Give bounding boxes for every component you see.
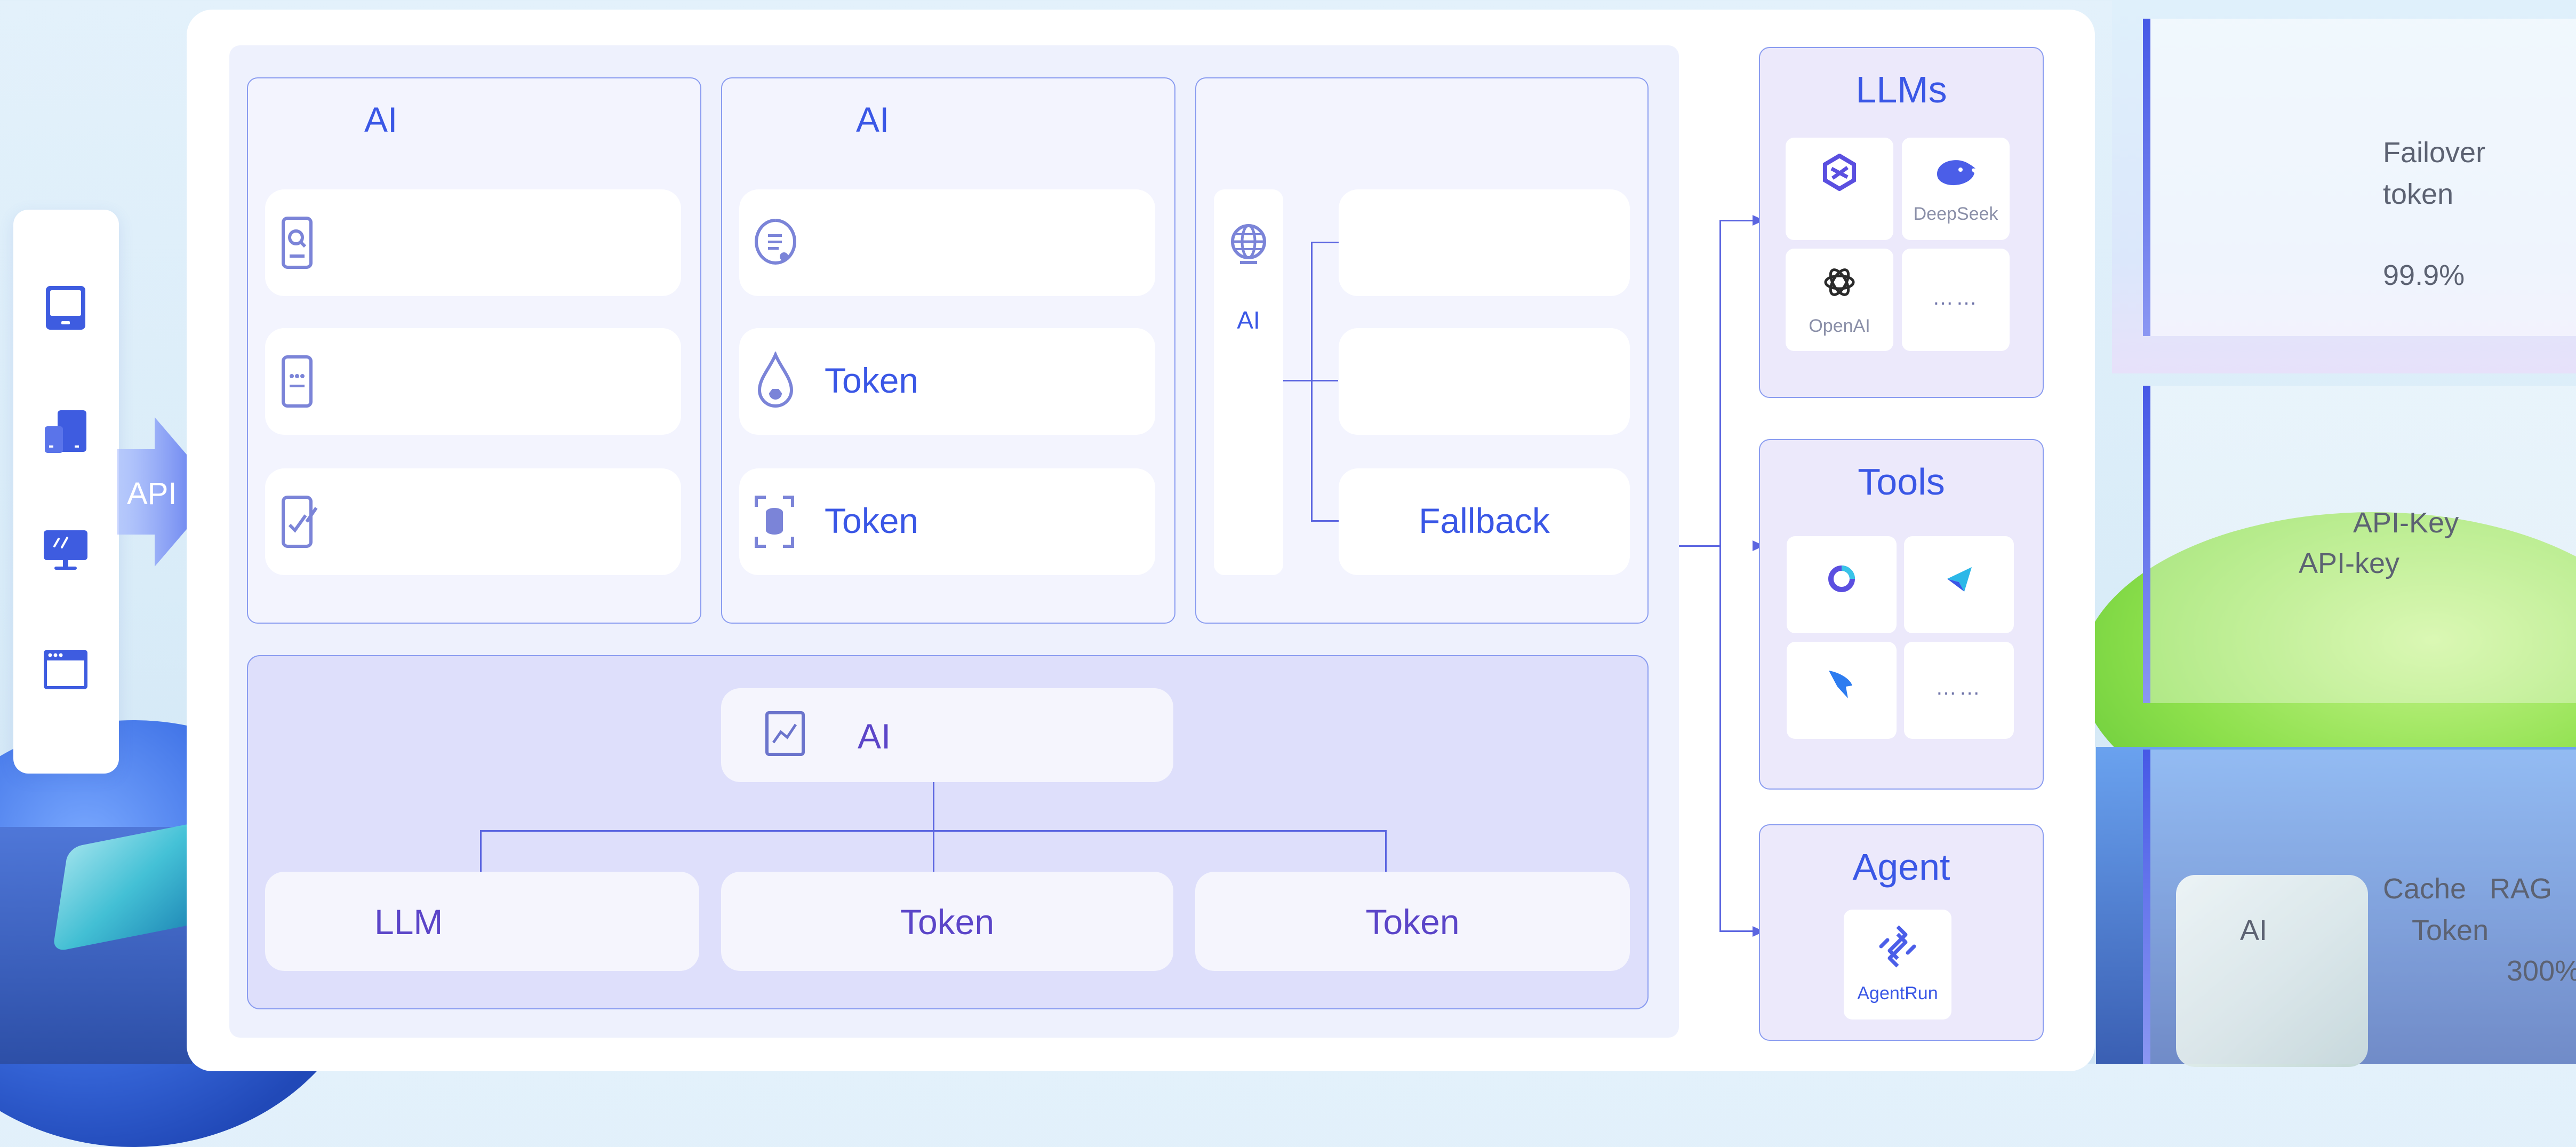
- feature-card[interactable]: Token: [739, 468, 1155, 575]
- more-label: ……: [1932, 286, 1979, 309]
- connector-line: [1719, 220, 1757, 221]
- card-accent-bar: [2143, 386, 2150, 703]
- browser-window-icon: [44, 650, 87, 689]
- description-line: API-Key: [2353, 507, 2459, 539]
- section-title: AI: [856, 100, 890, 139]
- analytics-item-card[interactable]: Token: [721, 872, 1173, 971]
- globe-router-icon: [1231, 224, 1266, 264]
- connector-line: [1283, 380, 1338, 381]
- connector-line: [480, 830, 482, 872]
- routing-option-label: Fallback: [1419, 501, 1550, 540]
- connector-line: [1679, 545, 1719, 547]
- feature-card[interactable]: Token: [739, 328, 1155, 435]
- arrow-head-icon: [1753, 215, 1764, 226]
- description-line: Token: [2412, 914, 2489, 946]
- llm-provider-card[interactable]: [1786, 138, 1893, 240]
- analytics-header-label: AI: [858, 716, 891, 756]
- tools-title: Tools: [1858, 461, 1945, 503]
- llm-provider-more[interactable]: ……: [1902, 249, 2010, 351]
- description-line: AI: [2240, 914, 2268, 946]
- description-line: API-key: [2299, 547, 2400, 579]
- analytics-item-label: Token: [1365, 902, 1460, 942]
- arrow-head-icon: [1753, 540, 1764, 551]
- description-line: token: [2383, 178, 2454, 210]
- multi-device-icon: [45, 410, 86, 453]
- llm-provider-card[interactable]: DeepSeek: [1902, 138, 2010, 240]
- arrow-head-icon: [1753, 926, 1764, 937]
- feature-card[interactable]: [739, 189, 1155, 296]
- connector-line: [480, 830, 1387, 832]
- card-accent-bar: [2143, 750, 2150, 1064]
- feature-description-card: Cache RAG AI Token 300%: [2150, 750, 2576, 1064]
- tablet-icon: [46, 286, 85, 330]
- analytics-item-card[interactable]: LLM: [265, 872, 699, 971]
- feature-card[interactable]: [265, 328, 681, 435]
- card-accent-bar: [2143, 19, 2150, 336]
- connector-line: [1311, 520, 1339, 522]
- tools-box: Tools ……: [1759, 439, 2044, 790]
- whale-logo-icon: [1937, 160, 1975, 186]
- section-title: AI: [364, 100, 398, 139]
- feature-description-card: API-Key API-key: [2150, 386, 2576, 703]
- analytics-header-card[interactable]: AI: [721, 688, 1173, 782]
- agent-name: AgentRun: [1857, 983, 1938, 1003]
- llms-title: LLMs: [1855, 69, 1947, 110]
- search-document-icon: [282, 217, 313, 269]
- feature-card[interactable]: [265, 468, 681, 575]
- llm-provider-name: OpenAI: [1809, 316, 1870, 336]
- bird-logo-icon: [1829, 671, 1852, 698]
- analytics-item-card[interactable]: Token: [1195, 872, 1630, 971]
- phone-check-icon: [282, 496, 318, 548]
- llm-provider-name: DeepSeek: [1913, 204, 1998, 224]
- description-line: 300%: [2507, 955, 2576, 987]
- scan-coin-icon: [755, 496, 794, 548]
- connector-line: [1719, 930, 1757, 932]
- agent-card[interactable]: AgentRun: [1844, 910, 1951, 1019]
- routing-option-card[interactable]: [1339, 328, 1630, 435]
- llm-provider-card[interactable]: OpenAI: [1786, 249, 1893, 351]
- connector-line: [1719, 220, 1721, 932]
- feature-card-label: Token: [825, 501, 919, 540]
- droplet-icon: [757, 352, 794, 408]
- connector-line: [1311, 242, 1339, 243]
- ring-logo-icon: [1828, 565, 1855, 592]
- hexagon-logo-icon: [1823, 154, 1856, 191]
- routing-option-card[interactable]: [1339, 189, 1630, 296]
- description-line: Failover: [2383, 137, 2486, 169]
- tool-card[interactable]: [1787, 536, 1897, 633]
- connector-line: [1311, 242, 1313, 522]
- description-line: 99.9%: [2383, 259, 2465, 291]
- feature-card[interactable]: [265, 189, 681, 296]
- connector-line: [1385, 830, 1387, 872]
- connector-line: [933, 782, 934, 872]
- description-line: RAG: [2490, 873, 2553, 905]
- llms-box: LLMs DeepSeek OpenAI ……: [1759, 47, 2044, 398]
- tool-more[interactable]: ……: [1904, 642, 2014, 739]
- api-label: API: [127, 476, 177, 511]
- chart-trend-icon: [765, 711, 805, 756]
- feature-description-card: Failover token 99.9%: [2150, 19, 2576, 336]
- router-label: AI: [1237, 306, 1260, 334]
- description-line: Cache: [2383, 873, 2467, 905]
- paper-plane-logo-icon: [1947, 567, 1972, 592]
- analytics-item-label: LLM: [374, 902, 443, 942]
- feature-card-label: Token: [825, 361, 919, 400]
- tool-card[interactable]: [1787, 642, 1897, 739]
- audit-list-icon: [755, 219, 797, 265]
- api-arrow: [117, 417, 219, 567]
- tool-card[interactable]: [1904, 536, 2014, 633]
- agentrun-logo-icon: [1879, 925, 1916, 968]
- openai-logo-icon: [1824, 268, 1855, 296]
- background-glass-cube-right: [2176, 875, 2368, 1067]
- analytics-item-label: Token: [900, 902, 995, 942]
- routing-option-card[interactable]: Fallback: [1339, 468, 1630, 575]
- router-card[interactable]: AI: [1214, 189, 1283, 575]
- phone-menu-icon: [282, 355, 313, 408]
- agent-box: Agent AgentRun: [1759, 824, 2044, 1041]
- desktop-monitor-icon: [44, 530, 87, 570]
- agent-title: Agent: [1852, 846, 1950, 888]
- more-label: ……: [1935, 676, 1982, 699]
